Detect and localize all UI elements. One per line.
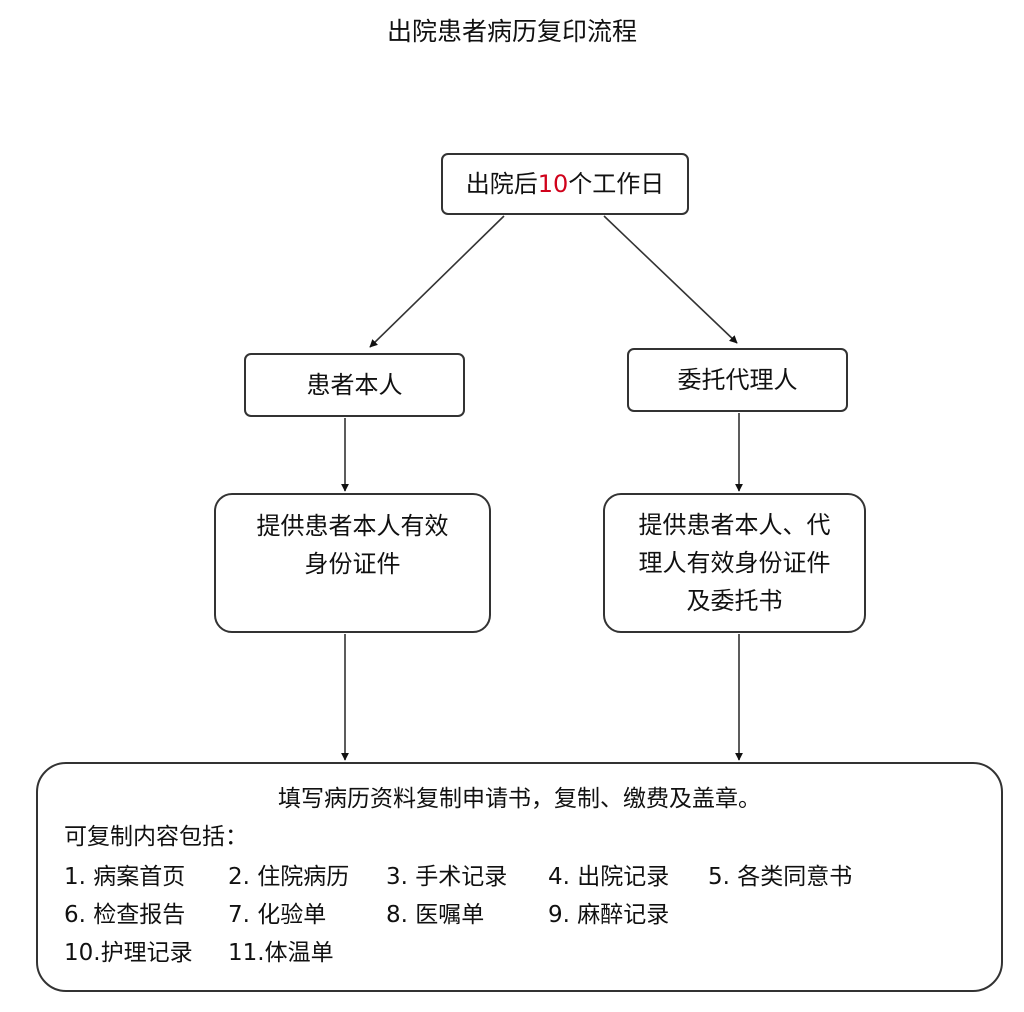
start-node-text: 出院后10个工作日	[466, 165, 665, 203]
diagram-title: 出院患者病历复印流程	[386, 17, 637, 46]
final-step-heading: 填写病历资料复制申请书，复制、缴费及盖章。	[278, 786, 761, 812]
patient-self-node: 患者本人	[244, 353, 465, 417]
start-node: 出院后10个工作日	[441, 153, 689, 215]
agent-docs-line-2: 理人有效身份证件	[638, 549, 831, 577]
patient-self-label: 患者本人	[306, 371, 403, 399]
copyable-item: 10.护理记录	[64, 940, 193, 966]
agent-docs-line-1: 提供患者本人、代	[638, 511, 831, 539]
arrow-start-to-agent	[603, 215, 738, 344]
copyable-item: 3. 手术记录	[386, 864, 508, 890]
copyable-item: 8. 医嘱单	[386, 902, 485, 928]
copyable-item: 1. 病案首页	[64, 864, 186, 890]
patient-self-docs-line-2: 身份证件	[304, 550, 401, 578]
patient-self-docs-node: 提供患者本人有效 身份证件	[214, 493, 491, 633]
arrow-start-to-self	[369, 215, 505, 348]
patient-self-docs-line-1: 提供患者本人有效	[256, 512, 449, 540]
start-days-highlight: 10	[537, 170, 569, 198]
agent-docs-line-3: 及委托书	[686, 587, 783, 615]
copyable-content-heading: 可复制内容包括：	[64, 824, 248, 850]
agent-label: 委托代理人	[677, 366, 798, 394]
copyable-item: 5. 各类同意书	[708, 864, 853, 890]
agent-docs-node: 提供患者本人、代 理人有效身份证件 及委托书	[603, 493, 866, 633]
patient-self-docs-text: 提供患者本人有效 身份证件	[257, 507, 449, 583]
copyable-item: 6. 检查报告	[64, 902, 186, 928]
agent-docs-text: 提供患者本人、代 理人有效身份证件 及委托书	[639, 506, 831, 620]
start-prefix: 出院后	[465, 170, 538, 198]
start-suffix: 个工作日	[568, 170, 665, 198]
copyable-item: 9. 麻醉记录	[548, 902, 670, 928]
final-step-node: 填写病历资料复制申请书，复制、缴费及盖章。 可复制内容包括： 1. 病案首页 2…	[36, 762, 1003, 992]
copyable-item: 11.体温单	[228, 940, 334, 966]
agent-node: 委托代理人	[627, 348, 848, 412]
copyable-item: 4. 出院记录	[548, 864, 670, 890]
copyable-item: 7. 化验单	[228, 902, 327, 928]
copyable-item: 2. 住院病历	[228, 864, 350, 890]
